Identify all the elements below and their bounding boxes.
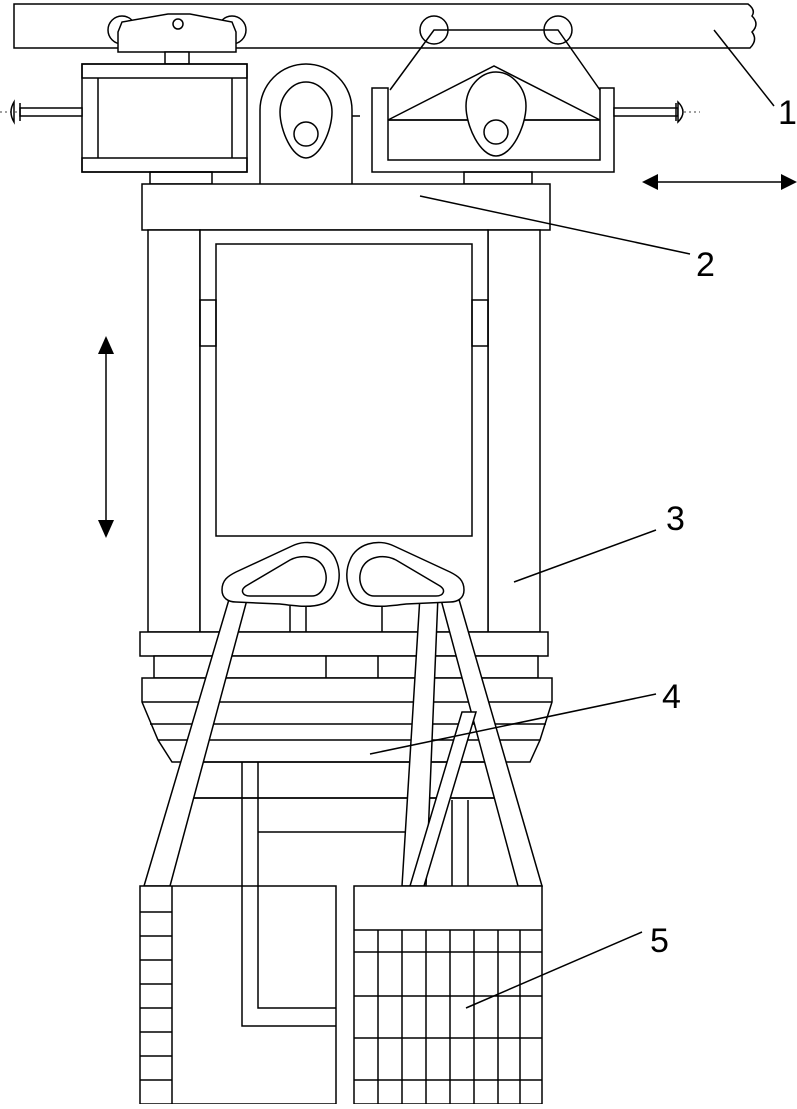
label-5: 5 <box>650 922 669 960</box>
vertical-motion-arrow <box>98 336 114 538</box>
label-3: 3 <box>666 500 685 538</box>
left-trolley <box>0 13 248 173</box>
right-trolley <box>371 15 700 173</box>
base-blocks <box>139 606 553 763</box>
left-cargo-box <box>139 885 337 1105</box>
hook-eyes <box>221 541 465 608</box>
right-cargo-box <box>353 885 543 1105</box>
center-lug <box>259 63 360 184</box>
cross-beam <box>141 183 551 231</box>
label-2: 2 <box>696 246 715 284</box>
lifting-frame <box>147 229 541 633</box>
leader-lines <box>369 29 775 1009</box>
label-1: 1 <box>778 94 797 132</box>
horizontal-motion-arrow <box>642 174 797 190</box>
lifting-slings <box>142 595 543 887</box>
label-4: 4 <box>662 678 681 716</box>
